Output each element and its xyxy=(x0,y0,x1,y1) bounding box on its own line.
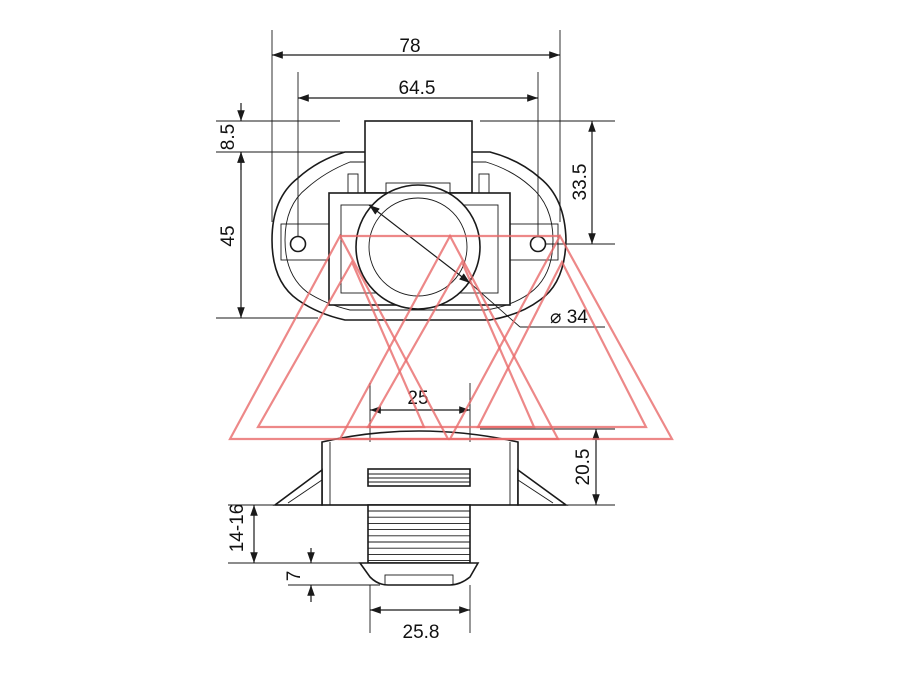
dim-collar-height: 7 xyxy=(284,571,305,582)
dim-button-height: 20.5 xyxy=(573,449,594,486)
triangle-logo-watermark xyxy=(228,233,674,441)
side-view xyxy=(272,430,569,586)
dim-cylinder-diameter: ⌀ 34 xyxy=(550,307,588,328)
top-view-dimensions xyxy=(216,30,615,328)
dim-center-height: 33.5 xyxy=(570,164,591,201)
dim-collar-width: 25.8 xyxy=(403,622,440,643)
side-view-dimensions xyxy=(228,383,615,633)
dim-top-offset: 8.5 xyxy=(218,124,239,150)
dim-body-height: 45 xyxy=(218,225,239,246)
dim-overall-width: 78 xyxy=(399,36,420,57)
dim-hole-spacing: 64.5 xyxy=(399,78,436,99)
top-view xyxy=(271,120,567,321)
dim-panel-thickness: 14-16 xyxy=(227,504,248,553)
